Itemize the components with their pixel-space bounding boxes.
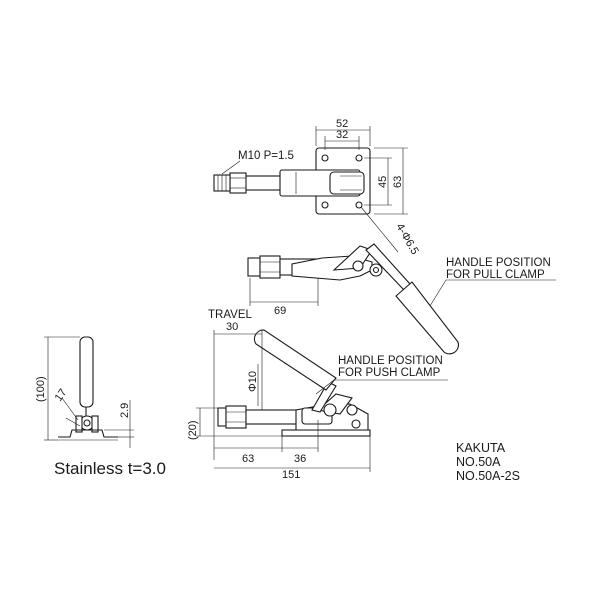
- dim-69: 69: [274, 305, 286, 317]
- travel-label: TRAVEL: [208, 309, 252, 321]
- push-callout-line2: FOR PUSH CLAMP: [338, 367, 441, 379]
- push-handle-arm: [311, 381, 337, 413]
- push-callout-leader: [315, 379, 448, 395]
- dim-151: 151: [282, 469, 300, 481]
- top-view: M10 P=1.5 52 32 45 63 4-Φ6.5: [213, 118, 421, 257]
- dim-32: 32: [336, 129, 348, 141]
- pull-callout-line1: HANDLE POSITION: [446, 257, 551, 269]
- maker-brand: KAKUTA: [456, 441, 506, 455]
- pull-view: 69 HANDLE POSITION FOR PULL CLAMP: [247, 243, 556, 355]
- dim-63: 63: [242, 453, 254, 465]
- dim-100: (100): [35, 376, 47, 402]
- side-handle: [79, 336, 94, 408]
- push-view: TRAVEL 30 Φ10 (20) 63 36 151 HANDLE POSI…: [187, 309, 448, 481]
- side-view: (100) 17 2.9: [35, 336, 134, 448]
- push-callout-line1: HANDLE POSITION: [338, 355, 443, 367]
- hole-leader: [360, 206, 399, 253]
- material-note: Stainless t=3.0: [54, 459, 166, 478]
- pull-handle-grip: [395, 281, 459, 355]
- mount-hole: [321, 201, 329, 209]
- maker-model-2: NO.50A-2S: [456, 469, 520, 483]
- push-base-plate: [281, 429, 371, 437]
- maker-model-1: NO.50A: [456, 455, 501, 469]
- push-hex-nut: [225, 405, 247, 429]
- dim-45: 45: [377, 176, 389, 188]
- side-base-bracket: [58, 429, 118, 438]
- dim-2-9: 2.9: [119, 403, 131, 418]
- dim-63: 63: [392, 176, 404, 188]
- top-handle-boss: [329, 171, 365, 195]
- dim-52: 52: [336, 118, 348, 130]
- pull-callout-line2: FOR PULL CLAMP: [446, 269, 545, 281]
- mount-hole: [355, 201, 363, 209]
- mount-hole: [321, 154, 329, 162]
- dim-20: (20): [187, 420, 199, 440]
- mount-hole: [355, 154, 363, 162]
- top-hex-nut: [229, 172, 247, 194]
- maker-block: KAKUTA NO.50A NO.50A-2S: [456, 441, 520, 483]
- dim-17: 17: [53, 387, 70, 404]
- dim-36: 36: [294, 453, 306, 465]
- push-handle-grip: [253, 329, 337, 391]
- dim-30: 30: [226, 321, 238, 333]
- pull-hex-nut: [259, 255, 281, 279]
- thread-label: M10 P=1.5: [238, 150, 294, 162]
- thread-leader: [221, 160, 241, 175]
- dim-phi10: Φ10: [247, 371, 259, 392]
- pull-callout-leader: [429, 279, 556, 307]
